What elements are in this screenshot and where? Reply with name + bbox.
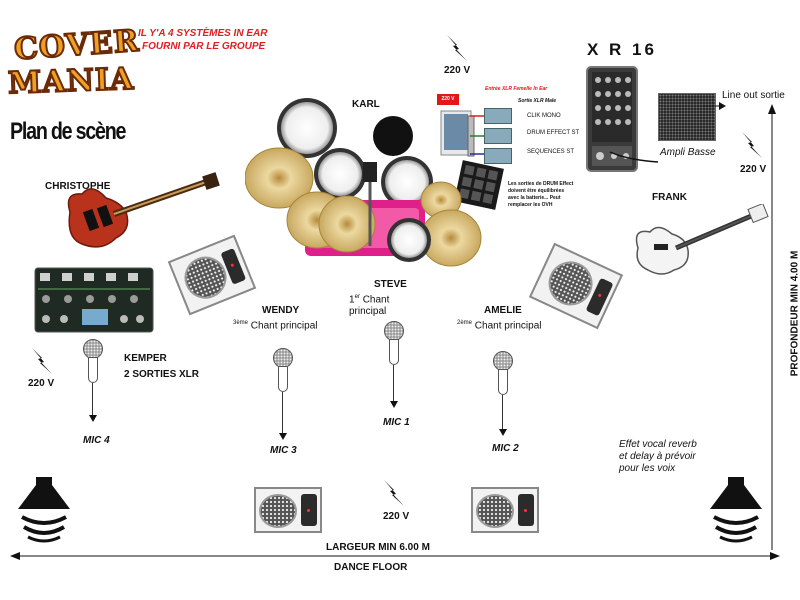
steve-rank-sup: er — [355, 294, 360, 300]
power-label-left: 220 V — [28, 378, 54, 389]
electric-guitar-icon — [62, 172, 222, 256]
wendy-rank: 3ème — [233, 320, 248, 326]
in-ear-item: DRUM EFFECT ST — [527, 130, 579, 136]
microphone-icon — [82, 339, 106, 419]
mic-3-label: MIC 3 — [270, 445, 297, 456]
wendy-role-text: Chant principal — [251, 320, 318, 331]
power-bolt-icon — [738, 130, 766, 160]
power-bolt-icon — [443, 33, 471, 63]
depth-dimension-arrow — [764, 104, 780, 550]
power-bolt-icon — [380, 478, 408, 508]
line-out-label: Line out sortie — [722, 90, 785, 101]
speaker-icon — [14, 475, 74, 545]
microphone-icon — [272, 348, 296, 438]
musician-wendy: WENDY — [262, 305, 299, 316]
effect-note-3: pour les voix — [619, 463, 697, 475]
monitor-wedge — [254, 487, 322, 533]
microphone-icon — [492, 351, 516, 435]
effect-note-1: Effet vocal reverb — [619, 439, 697, 451]
bass-guitar-icon — [630, 204, 770, 278]
in-ear-item: CLIK MONO — [527, 113, 561, 119]
amelie-rank: 2ème — [457, 320, 472, 326]
in-ear-item: SEQUENCES ST — [527, 149, 574, 155]
mic-1-label: MIC 1 — [383, 417, 410, 428]
speaker-icon — [706, 475, 766, 545]
dance-floor-label: DANCE FLOOR — [334, 562, 407, 573]
steve-role-line2: principal — [349, 306, 386, 317]
depth-label: PROFONDEUR MIN 4.00 M — [790, 239, 800, 389]
mic-2-label: MIC 2 — [492, 443, 519, 454]
cover-mania-logo: COVER MANIA — [8, 24, 130, 110]
kemper-outputs: 2 SORTIES XLR — [124, 369, 199, 380]
logo-line2: MANIA — [7, 62, 134, 101]
mixer-cable — [608, 148, 660, 168]
page-title: Plan de scène — [10, 118, 125, 146]
power-label-bottom: 220 V — [383, 511, 409, 522]
in-ear-note-line2: FOURNI PAR LE GROUPE — [138, 40, 267, 53]
bass-amp-label: Ampli Basse — [660, 147, 716, 158]
in-ear-note-1: Les sorties de DRUM Effect — [508, 181, 573, 187]
mic-4-label: MIC 4 — [83, 435, 110, 446]
power-label-top: 220 V — [444, 65, 470, 76]
monitor-wedge — [529, 243, 623, 329]
logo-line1: COVER — [13, 24, 141, 68]
in-ear-note: IL Y'A 4 SYSTÈMES IN EAR FOURNI PAR LE G… — [138, 27, 267, 53]
in-ear-note-2: doivent être équilibrées — [508, 188, 564, 194]
steve-role-line1: Chant — [363, 294, 390, 305]
monitor-wedge — [471, 487, 539, 533]
in-ear-note-4: remplacer les OVH — [508, 202, 552, 208]
power-bolt-icon — [28, 346, 56, 376]
wendy-role: 3ème Chant principal — [233, 320, 318, 331]
amelie-role-text: Chant principal — [475, 320, 542, 331]
musician-amelie: AMELIE — [484, 305, 522, 316]
effect-note: Effet vocal reverb et delay à prévoir po… — [619, 439, 697, 475]
kemper-label: KEMPER — [124, 353, 167, 364]
width-label: LARGEUR MIN 6.00 M — [324, 542, 432, 553]
mixer-title: X R 16 — [587, 40, 657, 60]
in-ear-note-line1: IL Y'A 4 SYSTÈMES IN EAR — [138, 27, 267, 40]
musician-frank: FRANK — [652, 192, 687, 203]
power-label-right: 220 V — [740, 164, 766, 175]
musician-steve: STEVE — [374, 279, 407, 290]
kemper-profiler — [34, 267, 154, 333]
in-ear-header: Entrée XLR Femelle In Ear — [485, 86, 547, 92]
steve-role: 1er Chant — [349, 294, 389, 305]
effect-note-2: et delay à prévoir — [619, 451, 697, 463]
in-ear-sortie: Sortie XLR Male — [518, 98, 556, 104]
amelie-role: 2ème Chant principal — [457, 320, 542, 331]
microphone-icon — [383, 321, 407, 407]
drum-kit — [245, 96, 485, 268]
in-ear-note-3: avec la batterie... Peut — [508, 195, 561, 201]
